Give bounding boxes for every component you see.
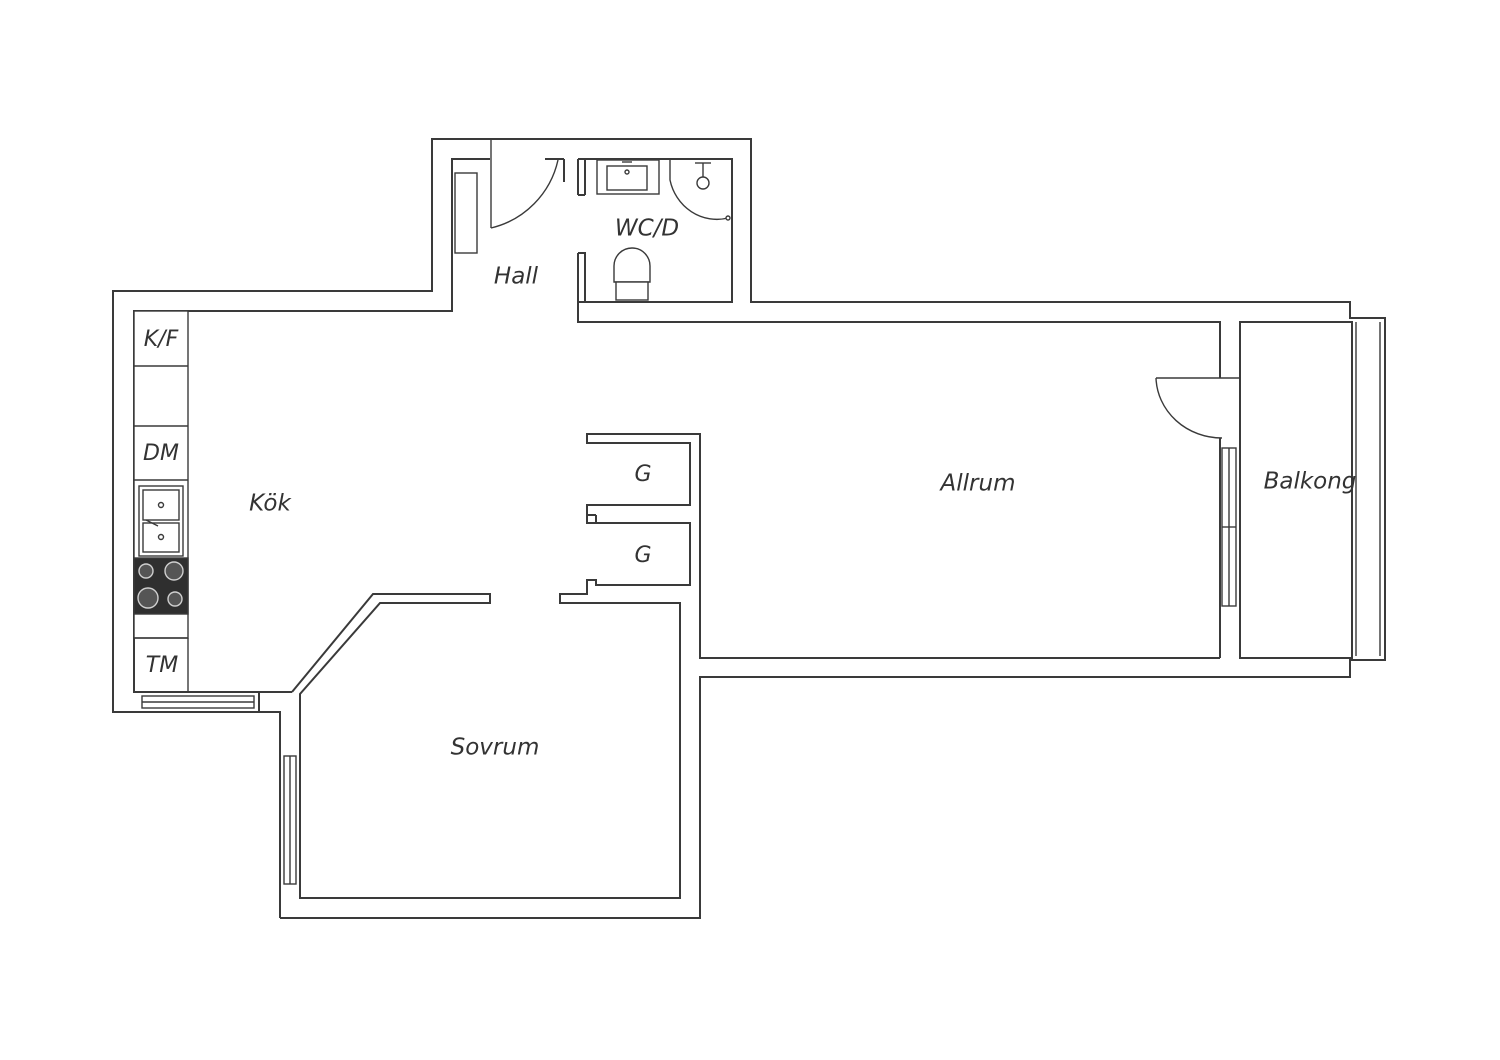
room-label-bedroom: Sovrum bbox=[451, 735, 540, 761]
shower-curtain bbox=[669, 160, 729, 221]
kitchen-counter bbox=[133, 310, 189, 692]
room-label-closet-lower: G bbox=[634, 543, 651, 568]
toilet bbox=[613, 247, 651, 283]
room-label-living: Allrum bbox=[939, 471, 1016, 497]
outer-walls bbox=[112, 138, 1386, 919]
wc-fixtures bbox=[596, 159, 731, 301]
balcony-door-swing bbox=[1155, 377, 1223, 439]
room-label-hall: Hall bbox=[494, 264, 539, 290]
shower-head bbox=[696, 176, 710, 190]
entrance-door-swing bbox=[490, 159, 559, 229]
room-label-wc: WC/D bbox=[615, 216, 679, 242]
room-label-kitchen: Kök bbox=[249, 491, 292, 517]
appliance-label-dryer: TM bbox=[146, 653, 178, 678]
doors bbox=[490, 138, 1240, 439]
hall-wardrobe bbox=[454, 172, 478, 254]
appliance-label-dishwasher: DM bbox=[143, 441, 179, 466]
room-label-closet-upper: G bbox=[634, 462, 651, 487]
room-label-balcony: Balkong bbox=[1264, 469, 1357, 495]
appliance-label-fridge-freezer: K/F bbox=[144, 327, 179, 352]
labels: Hall WC/D Kök Allrum Balkong Sovrum G G … bbox=[143, 216, 1356, 761]
windows bbox=[141, 322, 1381, 885]
